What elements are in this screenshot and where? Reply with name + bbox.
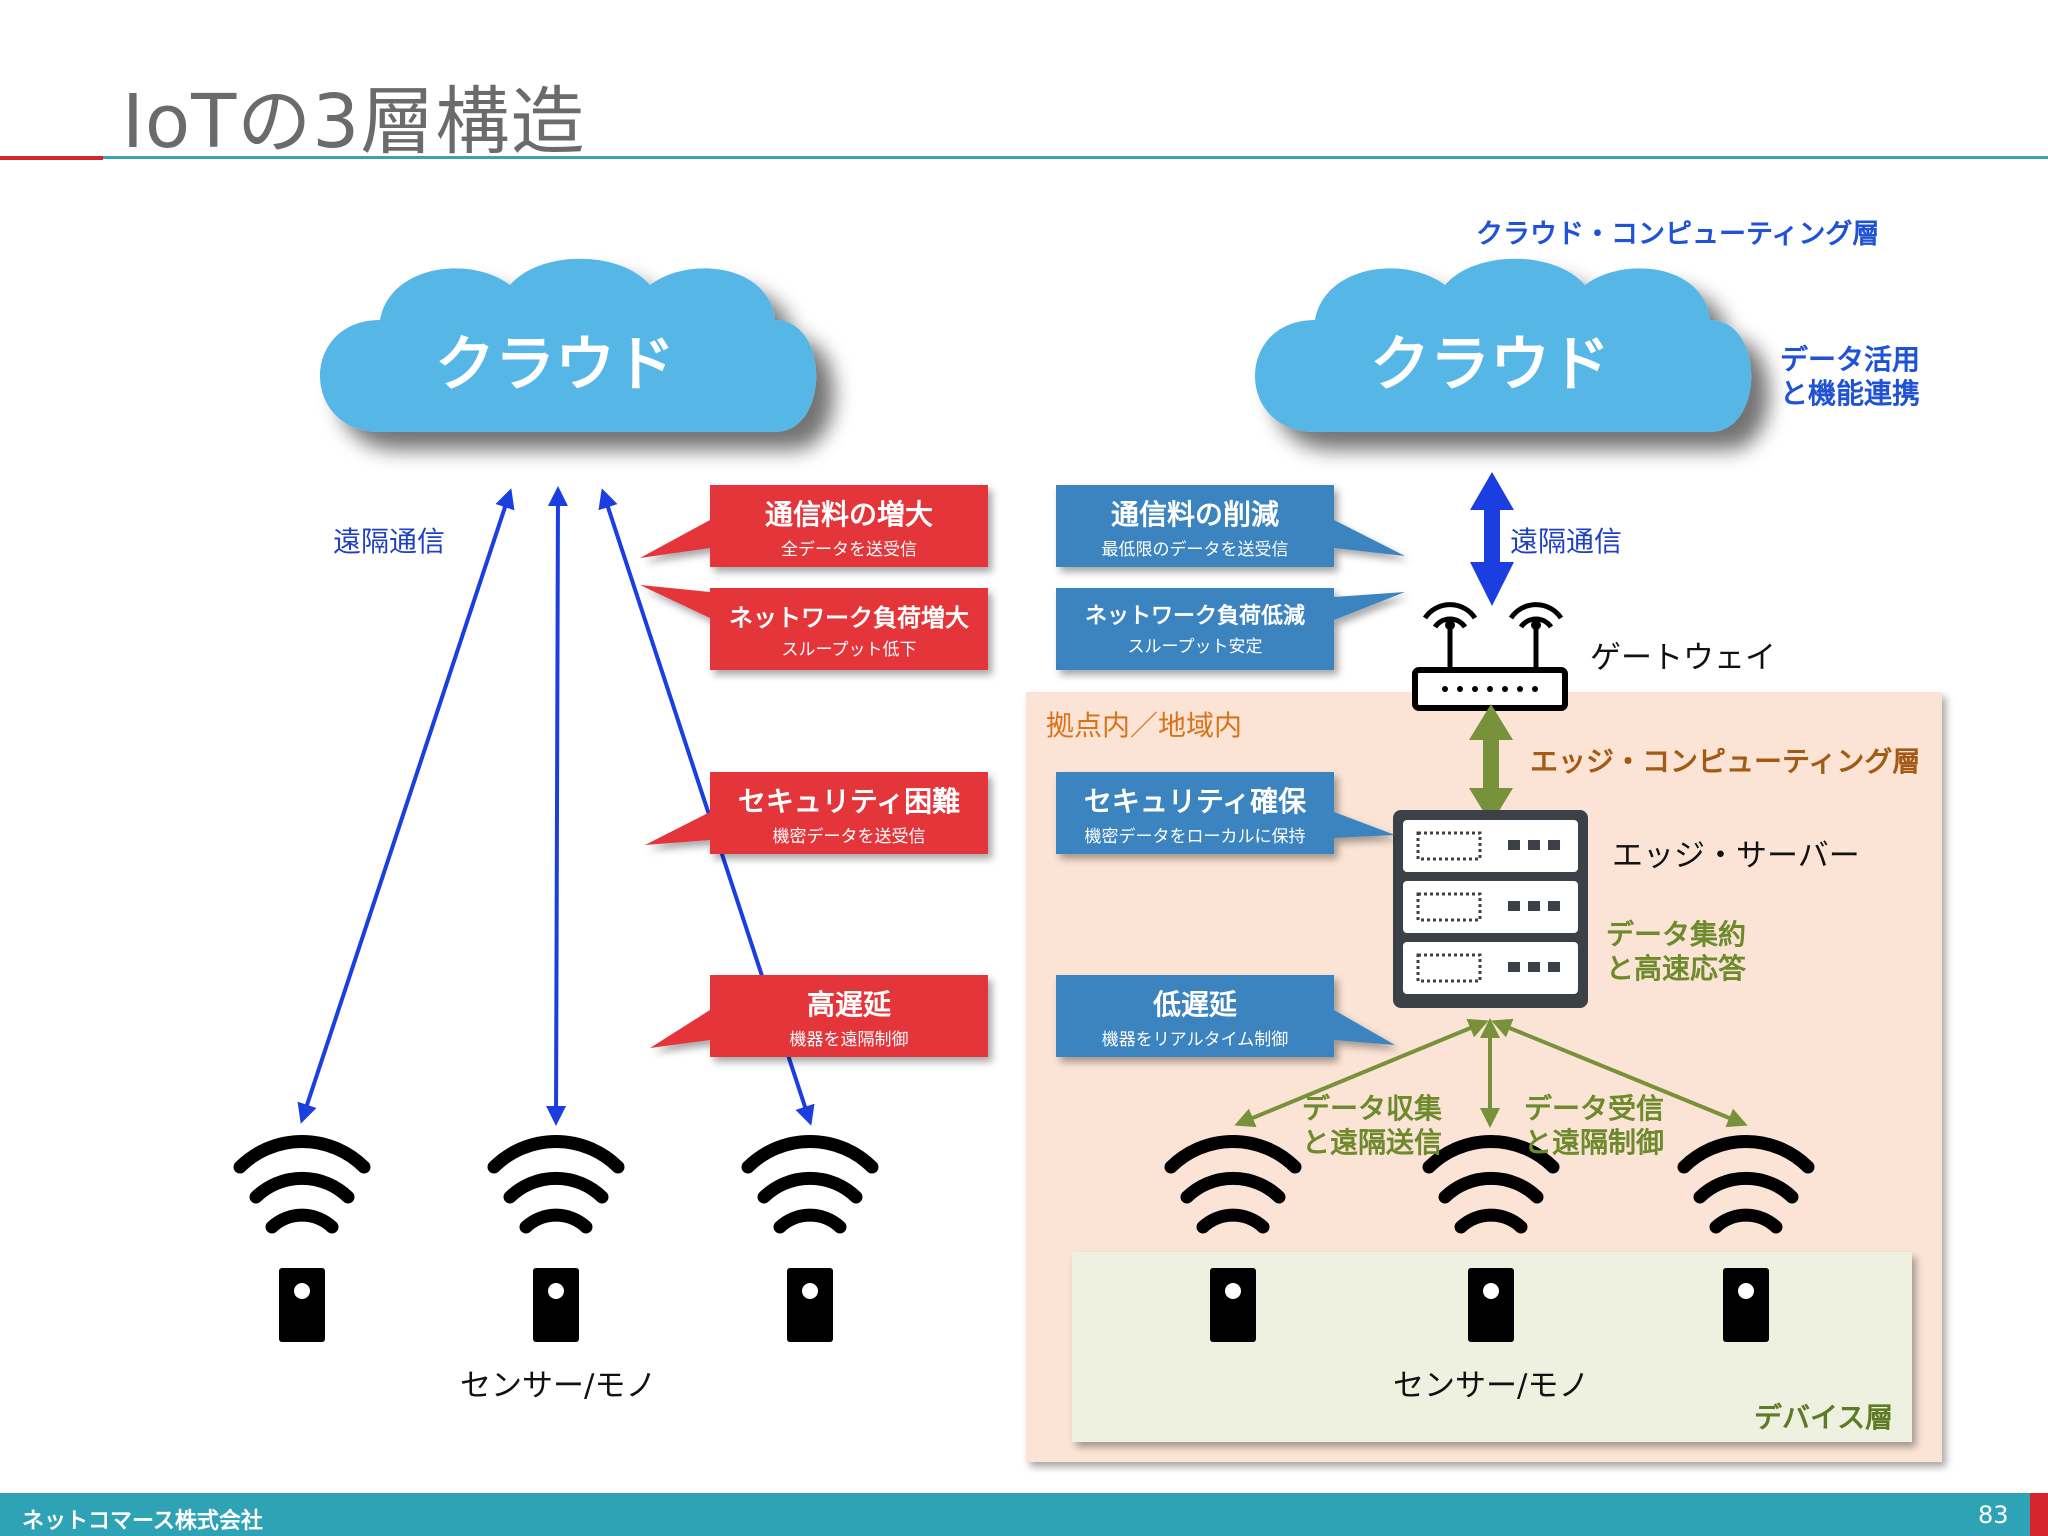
callout-good-cost-text: 通信料の削減 最低限のデータを送受信 [1056, 493, 1334, 560]
collect-line-1: データ収集 [1302, 1092, 1443, 1125]
sensor-device-icon [279, 1268, 325, 1342]
callout-good-latency-text: 低遅延 機器をリアルタイム制御 [1056, 983, 1334, 1050]
collect-line-2: と遠隔送信 [1302, 1126, 1443, 1159]
callout-subtitle: 機密データを送受信 [772, 827, 926, 847]
callout-title: 通信料の削減 [1110, 498, 1279, 531]
callout-subtitle: 最低限のデータを送受信 [1101, 540, 1289, 560]
callout-title: 高遅延 [806, 988, 891, 1021]
cloud-role-line-1: データ活用 [1780, 343, 1921, 376]
right-remote-comm-label: 遠隔通信 [1510, 525, 1623, 558]
callout-subtitle: 機器を遠隔制御 [789, 1030, 909, 1050]
wifi-signal-icon [494, 1141, 618, 1227]
callout-bad-security [645, 772, 988, 854]
right-cloud-label: クラウド [1370, 330, 1610, 400]
callout-good-latency [1056, 975, 1395, 1057]
left-cloud-label: クラウド [435, 330, 675, 400]
callout-subtitle: 機器をリアルタイム制御 [1101, 1030, 1289, 1050]
remote-comm-arrow [297, 488, 515, 1124]
callout-good-security-text: セキュリティ確保 機密データをローカルに保持 [1056, 780, 1334, 847]
device-layer-label: デバイス層 [1754, 1401, 1894, 1434]
sensor-device-icon [1468, 1268, 1514, 1342]
cloud-role-line-2: と機能連携 [1780, 377, 1921, 410]
callout-good-network-text: ネットワーク負荷低減 スループット安定 [1056, 598, 1334, 657]
callout-bad-latency-text: 高遅延 機器を遠隔制御 [710, 983, 988, 1050]
title-rule-accent [0, 156, 103, 160]
cloud-icon [320, 258, 817, 432]
title-rule [103, 156, 2048, 159]
left-sensors-label: センサー/モノ [460, 1368, 657, 1404]
cloud-icon [1255, 258, 1752, 432]
callout-title: ネットワーク負荷増大 [729, 604, 969, 632]
callout-bad-cost-text: 通信料の増大 全データを送受信 [710, 493, 988, 560]
callout-bad-network [640, 585, 988, 670]
page-number: 83 [1978, 1501, 2009, 1529]
callout-subtitle: スループット安定 [1127, 637, 1263, 657]
edge-sensor-arrow [1491, 1018, 1748, 1128]
receive-line-2: と遠隔制御 [1524, 1126, 1665, 1159]
slide-title: IoTの3層構造 [122, 79, 586, 165]
callout-title: 通信料の増大 [764, 498, 933, 531]
edge-sensor-arrow [1234, 1018, 1489, 1128]
cloud-layer-label: クラウド・コンピューティング層 [1476, 219, 1880, 250]
footer-bar [0, 1493, 2030, 1536]
gateway-edge-arrow [1469, 704, 1513, 824]
edge-server-label: エッジ・サーバー [1612, 838, 1860, 874]
company-name: ネットコマース株式会社 [22, 1509, 263, 1534]
wifi-signal-icon [748, 1141, 872, 1227]
callout-title: 低遅延 [1152, 988, 1237, 1021]
remote-comm-arrow [546, 486, 568, 1126]
callout-subtitle: 全データを送受信 [781, 540, 917, 560]
callout-bad-network-text: ネットワーク負荷増大 スループット低下 [710, 598, 988, 660]
sensor-device-icon [533, 1268, 579, 1342]
sensor-device-icon [787, 1268, 833, 1342]
edge-role-line-2: と高速応答 [1606, 952, 1747, 985]
sensor-device-icon [1210, 1268, 1256, 1342]
right-sensors-label: センサー/モノ [1393, 1368, 1590, 1404]
callout-subtitle: スループット低下 [781, 640, 917, 660]
callout-subtitle: 機密データをローカルに保持 [1084, 827, 1306, 847]
callout-bad-security-text: セキュリティ困難 機密データを送受信 [710, 780, 988, 847]
footer-accent [2030, 1493, 2048, 1536]
callout-good-network [1056, 588, 1405, 670]
callout-good-cost [1056, 485, 1405, 567]
callout-title: セキュリティ確保 [1083, 785, 1307, 818]
callout-bad-latency [650, 975, 988, 1057]
cloud-gateway-arrow [1470, 472, 1514, 606]
callout-bad-cost [640, 485, 988, 567]
callout-title: ネットワーク負荷低減 [1084, 604, 1305, 629]
router-icon [1412, 602, 1568, 711]
gateway-label: ゲートウェイ [1590, 640, 1776, 676]
edge-role-line-1: データ集約 [1606, 918, 1747, 951]
callout-good-security [1056, 772, 1395, 854]
server-rack-icon [1393, 810, 1588, 1008]
iot-diagram: クラウド クラウド [0, 258, 1942, 1462]
sensor-device-icon [1723, 1268, 1769, 1342]
receive-line-1: データ受信 [1524, 1092, 1665, 1125]
edge-layer-label: エッジ・コンピューティング層 [1530, 745, 1921, 778]
site-label: 拠点内／地域内 [1046, 709, 1243, 742]
left-remote-comm-label: 遠隔通信 [333, 525, 446, 558]
callout-title: セキュリティ困難 [737, 785, 961, 818]
wifi-signal-icon [240, 1141, 364, 1227]
